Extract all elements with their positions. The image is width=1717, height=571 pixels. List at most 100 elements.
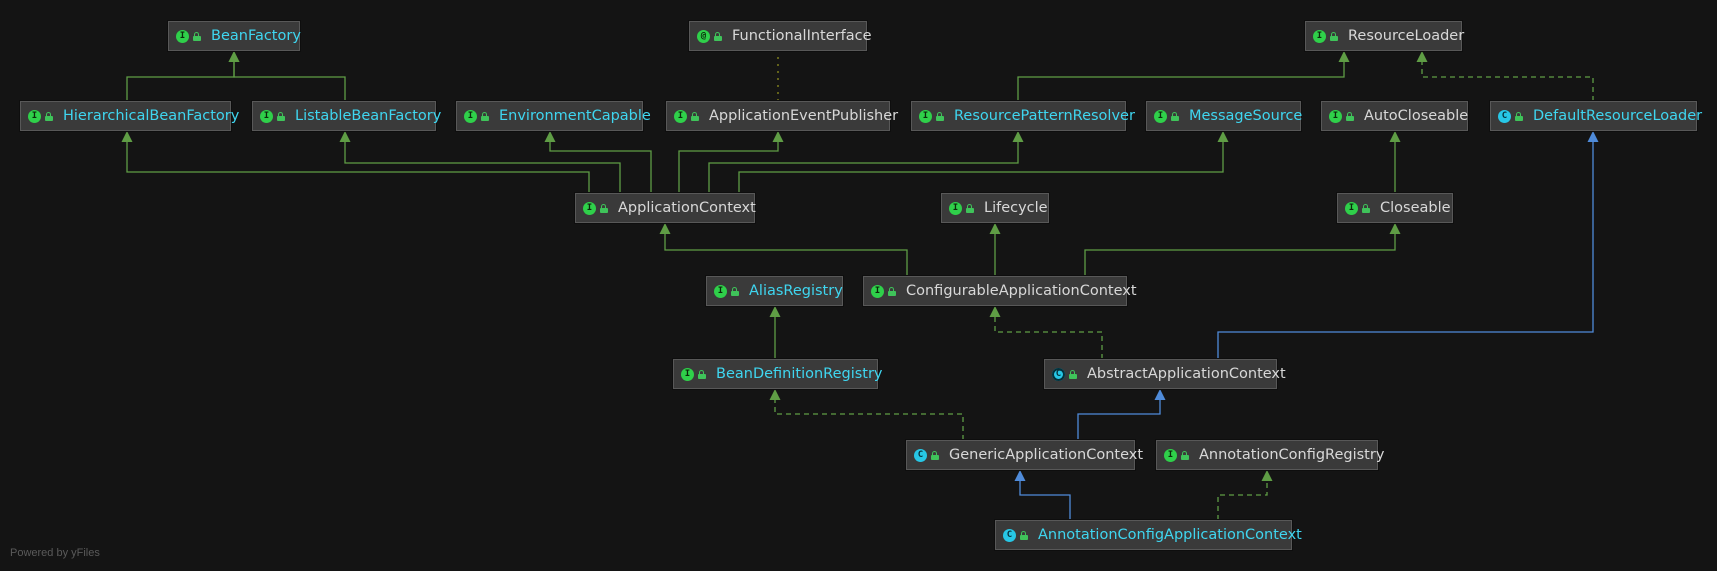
interface-badge-icon: I bbox=[1154, 109, 1167, 123]
node-label: ApplicationEventPublisher bbox=[709, 108, 899, 124]
interface-badge-icon: I bbox=[583, 201, 596, 215]
edge-annotation-config-application-context-to-generic-application-context bbox=[1014, 470, 1071, 520]
interface-badge-icon: I bbox=[871, 284, 884, 298]
arrowhead-icon bbox=[1587, 131, 1599, 142]
public-lock-icon bbox=[193, 31, 201, 41]
edge-line bbox=[1217, 480, 1268, 520]
public-lock-icon bbox=[1362, 203, 1370, 213]
node-label: AnnotationConfigRegistry bbox=[1199, 447, 1385, 463]
public-lock-icon bbox=[888, 286, 896, 296]
arrowhead-icon bbox=[772, 131, 784, 142]
interface-badge-icon: I bbox=[176, 29, 189, 43]
edge-line bbox=[708, 141, 1019, 193]
edge-configurable-application-context-to-closeable bbox=[1084, 223, 1401, 276]
interface-badge-icon: I bbox=[28, 109, 41, 123]
edge-configurable-application-context-to-application-context bbox=[659, 223, 908, 276]
arrowhead-icon bbox=[1014, 470, 1026, 481]
public-lock-icon bbox=[45, 111, 53, 121]
edge-generic-application-context-to-abstract-application-context bbox=[1077, 389, 1166, 440]
arrowhead-icon bbox=[1261, 470, 1273, 481]
public-lock-icon bbox=[1181, 450, 1189, 460]
edge-line bbox=[994, 316, 1103, 359]
node-label: EnvironmentCapable bbox=[499, 108, 651, 124]
edge-annotation-config-application-context-to-annotation-config-registry bbox=[1217, 470, 1273, 520]
arrowhead-icon bbox=[769, 389, 781, 400]
edge-application-context-to-resource-pattern-resolver bbox=[708, 131, 1024, 193]
edge-line bbox=[738, 141, 1224, 193]
public-lock-icon bbox=[481, 111, 489, 121]
node-label: FunctionalInterface bbox=[732, 28, 872, 44]
node-bean-factory[interactable]: I BeanFactory bbox=[168, 21, 301, 51]
edge-application-context-to-application-event-publisher bbox=[678, 131, 784, 193]
public-lock-icon bbox=[936, 111, 944, 121]
node-label: Lifecycle bbox=[984, 200, 1048, 216]
edge-application-context-to-hierarchical-bean-factory bbox=[121, 131, 590, 193]
public-lock-icon bbox=[966, 203, 974, 213]
node-label: ListableBeanFactory bbox=[295, 108, 442, 124]
arrowhead-icon bbox=[769, 306, 781, 317]
abstract-badge-icon: C bbox=[1052, 367, 1065, 381]
node-functional-interface[interactable]: @ FunctionalInterface bbox=[689, 21, 872, 51]
public-lock-icon bbox=[1346, 111, 1354, 121]
node-environment-capable[interactable]: I EnvironmentCapable bbox=[456, 101, 651, 131]
edge-line bbox=[1019, 480, 1071, 520]
public-lock-icon bbox=[731, 286, 739, 296]
node-application-event-publisher[interactable]: I ApplicationEventPublisher bbox=[666, 101, 898, 131]
edge-line bbox=[233, 61, 346, 101]
edge-abstract-application-context-to-configurable-application-context bbox=[989, 306, 1103, 359]
node-alias-registry[interactable]: I AliasRegistry bbox=[706, 276, 843, 306]
public-lock-icon bbox=[277, 111, 285, 121]
node-application-context[interactable]: I ApplicationContext bbox=[575, 193, 756, 223]
class-badge-icon: C bbox=[914, 448, 927, 462]
edge-line bbox=[678, 141, 779, 193]
interface-badge-icon: I bbox=[949, 201, 962, 215]
node-label: AliasRegistry bbox=[749, 283, 843, 299]
edge-application-context-to-message-source bbox=[738, 131, 1229, 193]
arrowhead-icon bbox=[121, 131, 133, 142]
node-label: DefaultResourceLoader bbox=[1533, 108, 1703, 124]
interface-badge-icon: I bbox=[681, 367, 694, 381]
public-lock-icon bbox=[600, 203, 608, 213]
public-lock-icon bbox=[691, 111, 699, 121]
node-label: ResourceLoader bbox=[1348, 28, 1465, 44]
node-label: ApplicationContext bbox=[618, 200, 756, 216]
edge-resource-pattern-resolver-to-resource-loader bbox=[1017, 51, 1350, 101]
edge-generic-application-context-to-bean-definition-registry bbox=[769, 389, 964, 440]
node-label: BeanFactory bbox=[211, 28, 301, 44]
edge-application-context-to-environment-capable bbox=[544, 131, 652, 193]
edge-line bbox=[774, 399, 964, 440]
arrowhead-icon bbox=[1338, 51, 1350, 62]
node-label: AnnotationConfigApplicationContext bbox=[1038, 527, 1302, 543]
arrowhead-icon bbox=[544, 131, 556, 142]
interface-badge-icon: I bbox=[464, 109, 477, 123]
arrowhead-icon bbox=[1389, 131, 1401, 142]
interface-badge-icon: I bbox=[714, 284, 727, 298]
arrowhead-icon bbox=[228, 51, 240, 62]
arrowhead-icon bbox=[659, 223, 671, 234]
powered-by-watermark: Powered by yFiles bbox=[10, 547, 100, 559]
interface-badge-icon: I bbox=[674, 109, 687, 123]
edge-line bbox=[664, 233, 908, 276]
annotation-badge-icon: @ bbox=[697, 29, 710, 43]
edge-line bbox=[126, 141, 590, 193]
edge-configurable-application-context-to-lifecycle bbox=[989, 223, 1001, 276]
arrowhead-icon bbox=[1416, 51, 1428, 62]
node-lifecycle[interactable]: I Lifecycle bbox=[941, 193, 1049, 223]
node-label: ResourcePatternResolver bbox=[954, 108, 1135, 124]
